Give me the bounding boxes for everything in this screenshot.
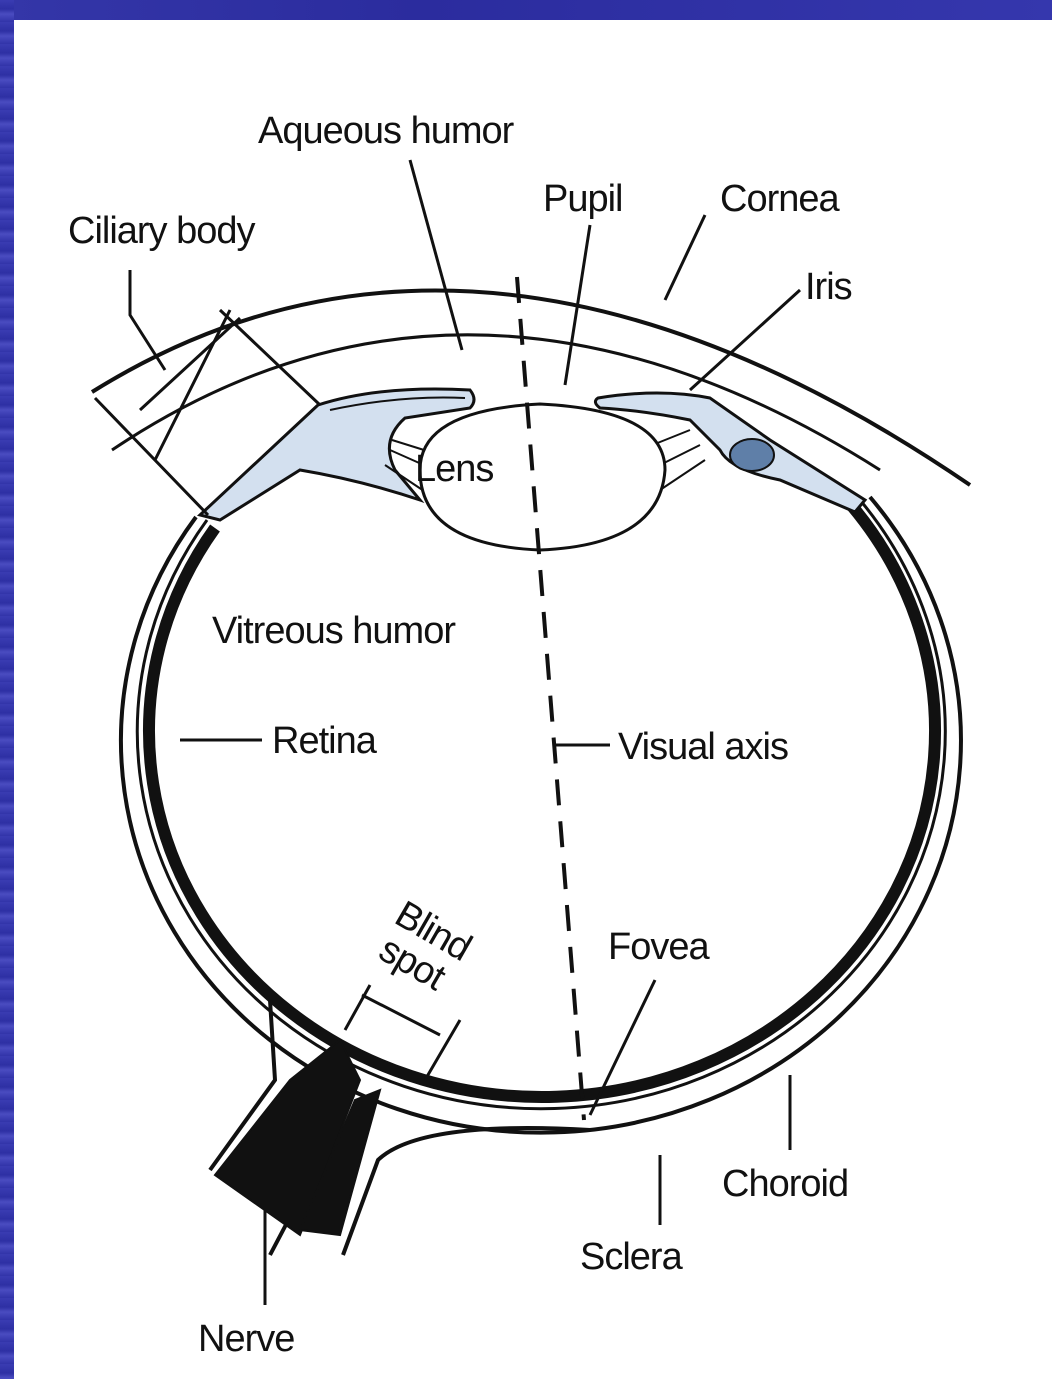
label-cornea: Cornea: [720, 180, 839, 218]
label-nerve: Nerve: [198, 1320, 294, 1358]
ciliary-node-right: [730, 439, 774, 471]
label-aqueous-humor: Aqueous humor: [258, 112, 513, 150]
label-sclera: Sclera: [580, 1238, 682, 1276]
leader-blind-spot: [345, 985, 460, 1080]
label-visual-axis: Visual axis: [618, 728, 788, 766]
leader-aqueous: [410, 160, 462, 350]
label-pupil: Pupil: [543, 180, 623, 218]
label-vitreous-humor: Vitreous humor: [212, 612, 455, 650]
label-ciliary-body: Ciliary body: [68, 212, 255, 250]
label-retina: Retina: [272, 722, 376, 760]
leader-cornea: [665, 215, 705, 300]
label-lens: Lens: [415, 450, 493, 488]
label-iris: Iris: [805, 268, 852, 306]
label-choroid: Choroid: [722, 1165, 848, 1203]
leader-ciliary-arrow: [140, 318, 240, 410]
label-fovea: Fovea: [608, 928, 709, 966]
optic-nerve-inner: [343, 1128, 590, 1255]
